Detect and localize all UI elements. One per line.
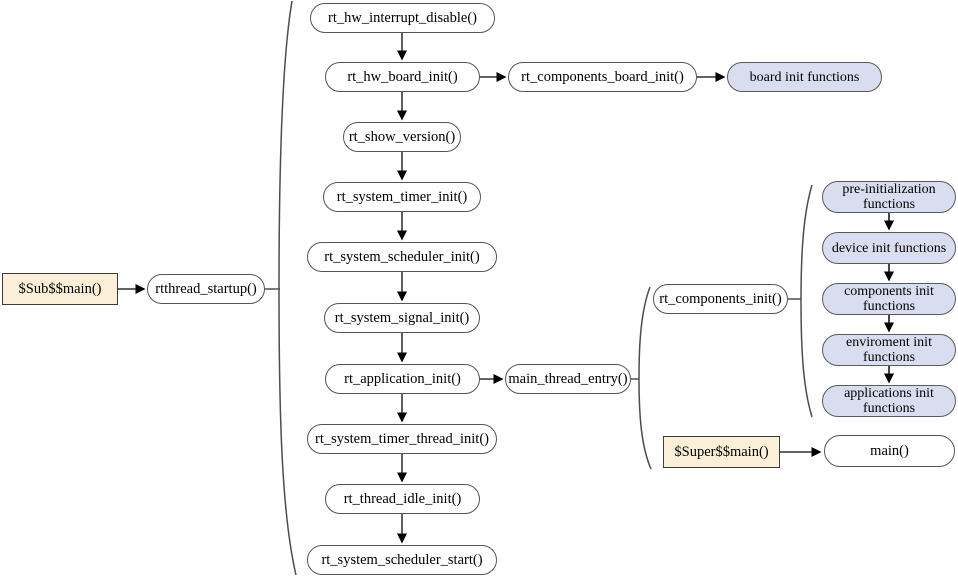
node-rt-components-init: rt_components_init() (653, 284, 788, 314)
node-rt-thread-idle-init: rt_thread_idle_init() (325, 484, 480, 514)
node-rt-components-board-init: rt_components_board_init() (508, 62, 697, 92)
node-applications-init-functions: applications init functions (822, 385, 956, 417)
node-rt-system-timer-thread-init: rt_system_timer_thread_init() (307, 424, 497, 454)
node-pre-initialization-functions: pre-initialization functions (822, 181, 956, 213)
brace-main-thread-group (638, 286, 652, 470)
node-rt-system-scheduler-start: rt_system_scheduler_start() (307, 545, 497, 575)
node-rt-hw-interrupt-disable: rt_hw_interrupt_disable() (310, 3, 495, 33)
node-rt-application-init: rt_application_init() (325, 364, 480, 394)
node-sub-main: $Sub$$main() (2, 273, 118, 305)
node-main: main() (824, 435, 955, 467)
node-rt-system-scheduler-init: rt_system_scheduler_init() (307, 242, 497, 272)
node-rtthread-startup: rtthread_startup() (147, 274, 265, 304)
node-device-init-functions: device init functions (822, 232, 956, 264)
node-super-main: $Super$$main() (663, 436, 780, 468)
brace-startup-group (278, 0, 297, 576)
node-enviroment-init-functions: enviroment init functions (822, 334, 956, 366)
node-rt-hw-board-init: rt_hw_board_init() (325, 62, 480, 92)
brace-components-group (800, 184, 813, 418)
node-rt-system-timer-init: rt_system_timer_init() (323, 182, 481, 212)
node-board-init-functions: board init functions (727, 62, 882, 92)
node-components-init-functions: components init functions (822, 283, 956, 315)
node-rt-system-signal-init: rt_system_signal_init() (324, 303, 480, 333)
node-main-thread-entry: main_thread_entry() (505, 364, 631, 394)
node-rt-show-version: rt_show_version() (343, 122, 461, 152)
